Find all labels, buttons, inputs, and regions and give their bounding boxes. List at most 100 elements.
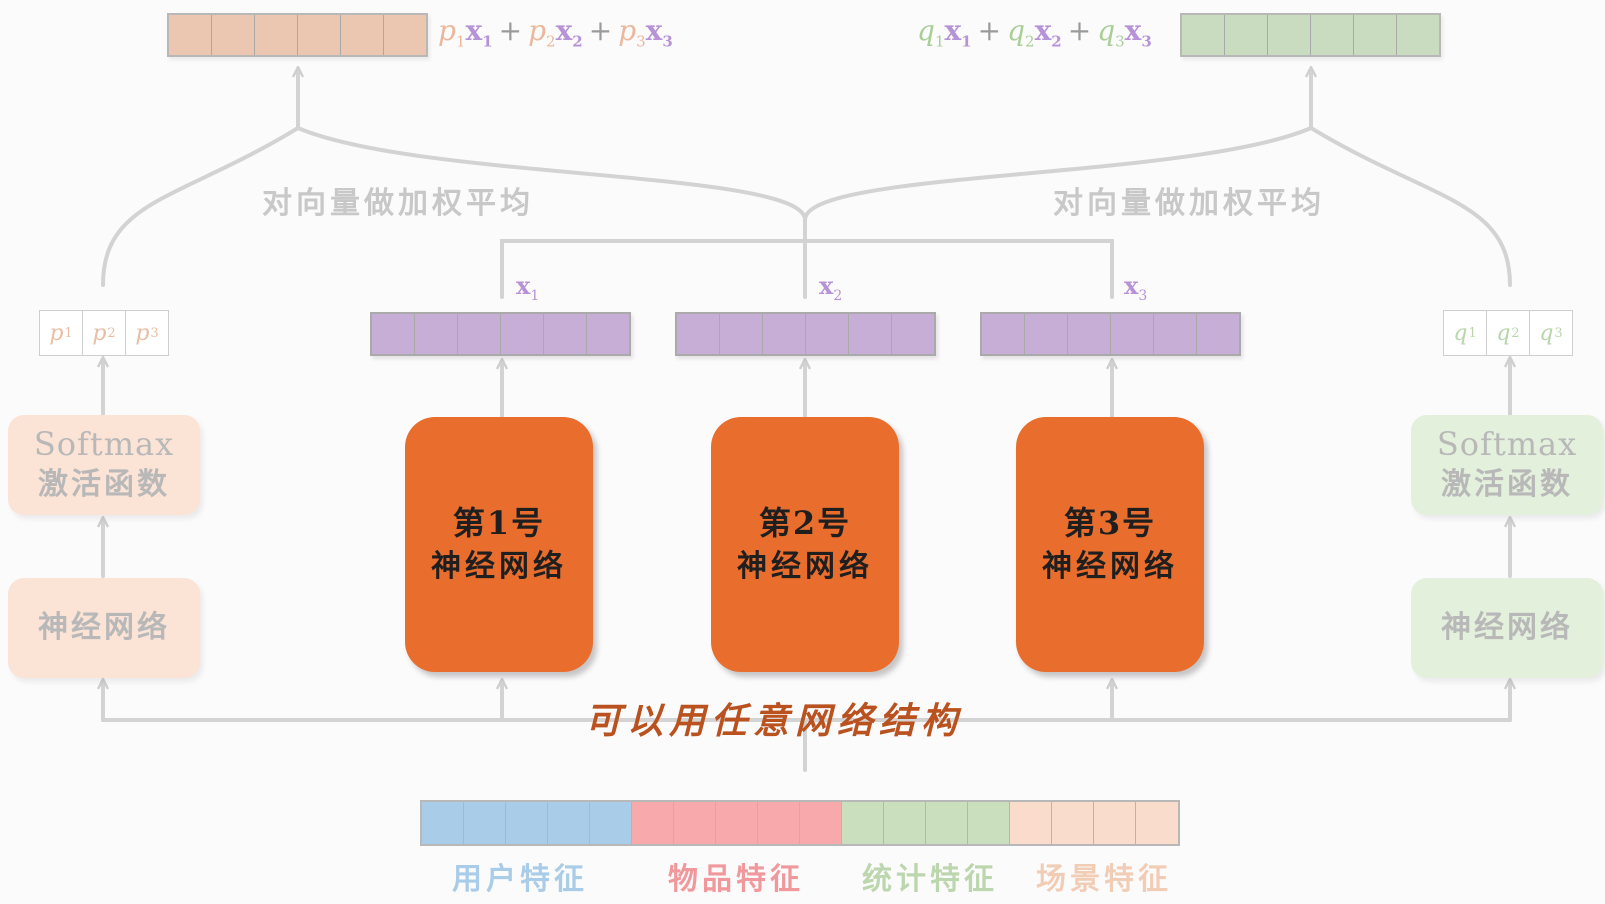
feature-cell	[1094, 802, 1136, 844]
feature-cell	[800, 802, 842, 844]
vector-cell	[255, 15, 298, 55]
feature-cell	[716, 802, 758, 844]
expert-2-number: 第2号	[758, 503, 852, 542]
expert-vector-symbol: x1	[465, 14, 493, 51]
left-vector-curve	[296, 126, 807, 243]
left-weighted-sum-formula: p1x1+p2x2+p3x3	[438, 14, 673, 51]
vector-index: 3	[1138, 287, 1148, 304]
left-task-output-vector	[167, 13, 428, 57]
vector-cell	[372, 314, 415, 354]
expert-1-number: 第1号	[452, 503, 546, 542]
feature-cell	[548, 802, 590, 844]
vector-cell	[415, 314, 458, 354]
expert-vector-symbol: x2	[1034, 14, 1062, 51]
weight-index: 3	[636, 32, 646, 51]
softmax-title: Softmax	[33, 425, 175, 463]
right-vector-curve	[803, 126, 1313, 222]
feature-cell	[1010, 802, 1052, 844]
weight-index: 2	[546, 32, 556, 51]
expert-vector-symbol: x3	[1124, 14, 1152, 51]
vector-cell	[384, 15, 426, 55]
vector-cell	[169, 15, 212, 55]
expert-vector-symbol: x3	[645, 14, 673, 51]
vector-cell	[1268, 15, 1311, 55]
feature-cell	[506, 802, 548, 844]
feature-cell	[758, 802, 800, 844]
left-weighted-average-label: 对向量做加权平均	[262, 186, 534, 221]
vector-cell	[1354, 15, 1397, 55]
weight-coefficient: p2	[528, 14, 556, 51]
expert-2-label: 神经网络	[737, 548, 873, 584]
weight-coefficient: q1	[917, 14, 945, 51]
gate-weight-index: 2	[107, 325, 116, 341]
expert-3-number: 第3号	[1063, 503, 1157, 542]
vector-index: 2	[833, 287, 843, 304]
feature-cell	[842, 802, 884, 844]
vector-index: 2	[572, 32, 583, 51]
weight-coefficient: q3	[1097, 14, 1125, 51]
vector-cell	[458, 314, 501, 354]
weight-index: 3	[1115, 32, 1125, 51]
right-task-output-vector	[1180, 13, 1441, 57]
expert-2-box: 第2号 神经网络	[711, 417, 899, 672]
right-weight-curve	[1309, 126, 1512, 287]
feature-cell	[422, 802, 464, 844]
weight-index: 2	[1025, 32, 1035, 51]
softmax-subtitle: 激活函数	[1441, 467, 1573, 502]
vector-index: 3	[1141, 32, 1152, 51]
gate-network-label: 神经网络	[38, 610, 170, 645]
vector-cell	[544, 314, 587, 354]
feature-cell	[674, 802, 716, 844]
right-gate-network-box: 神经网络	[1411, 578, 1603, 678]
plus-operator: +	[1067, 14, 1092, 47]
vector-index: 1	[961, 32, 972, 51]
expert-output-label-2: x2	[819, 271, 843, 304]
vector-index: 2	[1051, 32, 1062, 51]
expert-1-output-vector	[370, 312, 631, 356]
feature-label: 用户特征	[452, 862, 588, 897]
feature-cell	[464, 802, 506, 844]
gate-weight-index: 3	[1554, 325, 1563, 341]
vector-cell	[806, 314, 849, 354]
vector-cell	[1111, 314, 1154, 354]
input-feature-vector	[420, 800, 1180, 846]
vector-cell	[1397, 15, 1439, 55]
feature-label: 物品特征	[668, 862, 804, 897]
gate-weight-index: 1	[64, 325, 73, 341]
expert-3-output-vector	[980, 312, 1241, 356]
vector-index: 1	[482, 32, 493, 51]
vector-cell	[720, 314, 763, 354]
vector-cell	[1068, 314, 1111, 354]
feature-cell	[590, 802, 632, 844]
feature-label: 场景特征	[1036, 862, 1172, 897]
vector-cell	[298, 15, 341, 55]
gate-weight-index: 1	[1468, 325, 1477, 341]
left-softmax-box: Softmax 激活函数	[8, 415, 200, 515]
weight-index: 1	[455, 32, 466, 51]
gate-weight-index: 2	[1511, 325, 1520, 341]
expert-output-label-3: x3	[1124, 271, 1148, 304]
vector-cell	[982, 314, 1025, 354]
vector-cell	[1225, 15, 1268, 55]
vector-cell	[341, 15, 384, 55]
vector-cell	[892, 314, 934, 354]
plus-operator: +	[498, 14, 523, 47]
feature-label: 统计特征	[862, 862, 998, 897]
softmax-subtitle: 激活函数	[38, 467, 170, 502]
feature-cell	[968, 802, 1010, 844]
vector-cell	[501, 314, 544, 354]
weight-coefficient: p1	[438, 14, 466, 51]
weight-index: 1	[934, 32, 945, 51]
feature-cell	[926, 802, 968, 844]
left-weight-curve	[101, 126, 300, 287]
vector-cell	[1025, 314, 1068, 354]
vector-cell	[587, 314, 629, 354]
feature-cell	[632, 802, 674, 844]
vector-index: 3	[662, 32, 673, 51]
right-softmax-box: Softmax 激活函数	[1411, 415, 1603, 515]
weight-coefficient: q2	[1007, 14, 1035, 51]
expert-output-label-1: x1	[516, 271, 540, 304]
